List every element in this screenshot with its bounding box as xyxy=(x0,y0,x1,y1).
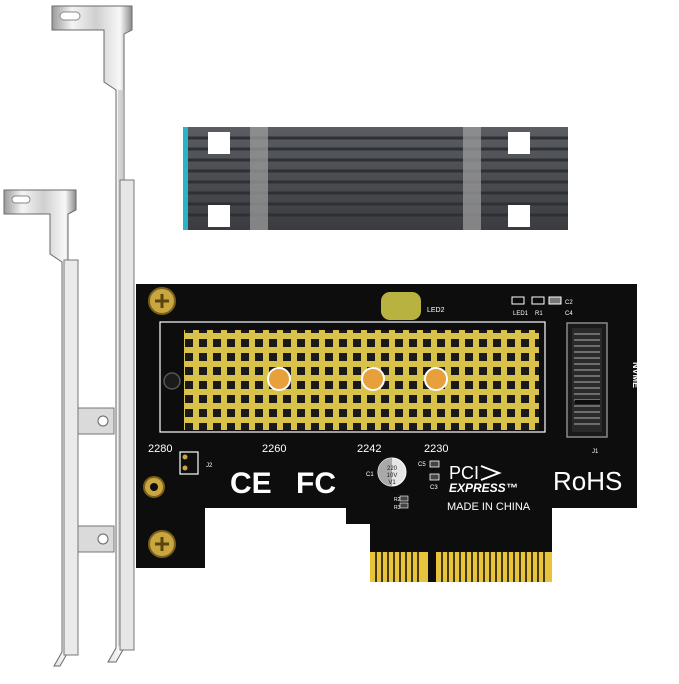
pcb-board: 2280 2260 2242 2230 LED2 LED1 R1 C2 C4 J… xyxy=(136,284,658,582)
c1-label: C1 xyxy=(366,472,374,478)
led2-label: LED2 xyxy=(427,307,445,314)
size-label-2280: 2280 xyxy=(148,443,172,455)
nvme-label: NVME xyxy=(631,362,641,388)
full-height-bracket xyxy=(51,5,135,663)
led1-label: LED1 xyxy=(513,311,529,317)
c2-label: C2 xyxy=(565,300,573,306)
mounting-screw xyxy=(148,530,176,558)
size-label-2242: 2242 xyxy=(357,443,381,455)
m2-heatsink xyxy=(183,127,568,230)
capacitor-value: 220 xyxy=(387,466,398,472)
j2-label: J2 xyxy=(206,463,213,469)
r3-label: R3 xyxy=(394,505,401,511)
thermal-band xyxy=(250,127,268,230)
mounting-screw xyxy=(148,287,176,315)
pci-express-logo-line1: PCI xyxy=(449,463,479,483)
weee-crossed-bin-icon xyxy=(309,513,341,555)
c5-label: C5 xyxy=(418,462,426,468)
size-label-2230: 2230 xyxy=(424,443,448,455)
pcie-gold-fingers xyxy=(370,552,552,582)
standoff-hole xyxy=(361,367,385,391)
r1-label: R1 xyxy=(535,311,543,317)
size-label-2260: 2260 xyxy=(262,443,286,455)
low-profile-bracket xyxy=(3,189,115,667)
r2-label: R2 xyxy=(394,497,401,503)
ce-mark: CE xyxy=(230,467,272,500)
standoff-hole xyxy=(424,367,448,391)
bracket-slot-hole xyxy=(59,11,81,21)
led-indicator xyxy=(381,292,421,320)
fcc-mark: FC xyxy=(296,467,336,500)
c3-label: C3 xyxy=(430,485,438,491)
capacitor-code: V1 xyxy=(388,480,396,486)
j1-label: J1 xyxy=(592,449,599,455)
pro-badge xyxy=(643,357,658,391)
made-in-label: MADE IN CHINA xyxy=(447,501,531,513)
standoff-hole xyxy=(267,367,291,391)
pro-label: PRO xyxy=(645,363,655,383)
capacitor-voltage: 10V xyxy=(387,473,398,479)
bracket-tab xyxy=(77,525,115,553)
heatsink-clip xyxy=(208,132,230,154)
thermal-band xyxy=(463,127,481,230)
c4-label: C4 xyxy=(565,311,573,317)
rohs-mark: RoHS xyxy=(553,466,622,496)
pci-express-arrow-icon xyxy=(480,465,502,481)
pci-express-logo-line2: EXPRESS™ xyxy=(449,481,518,495)
bracket-tab xyxy=(77,407,115,435)
m2-connector xyxy=(566,322,608,438)
